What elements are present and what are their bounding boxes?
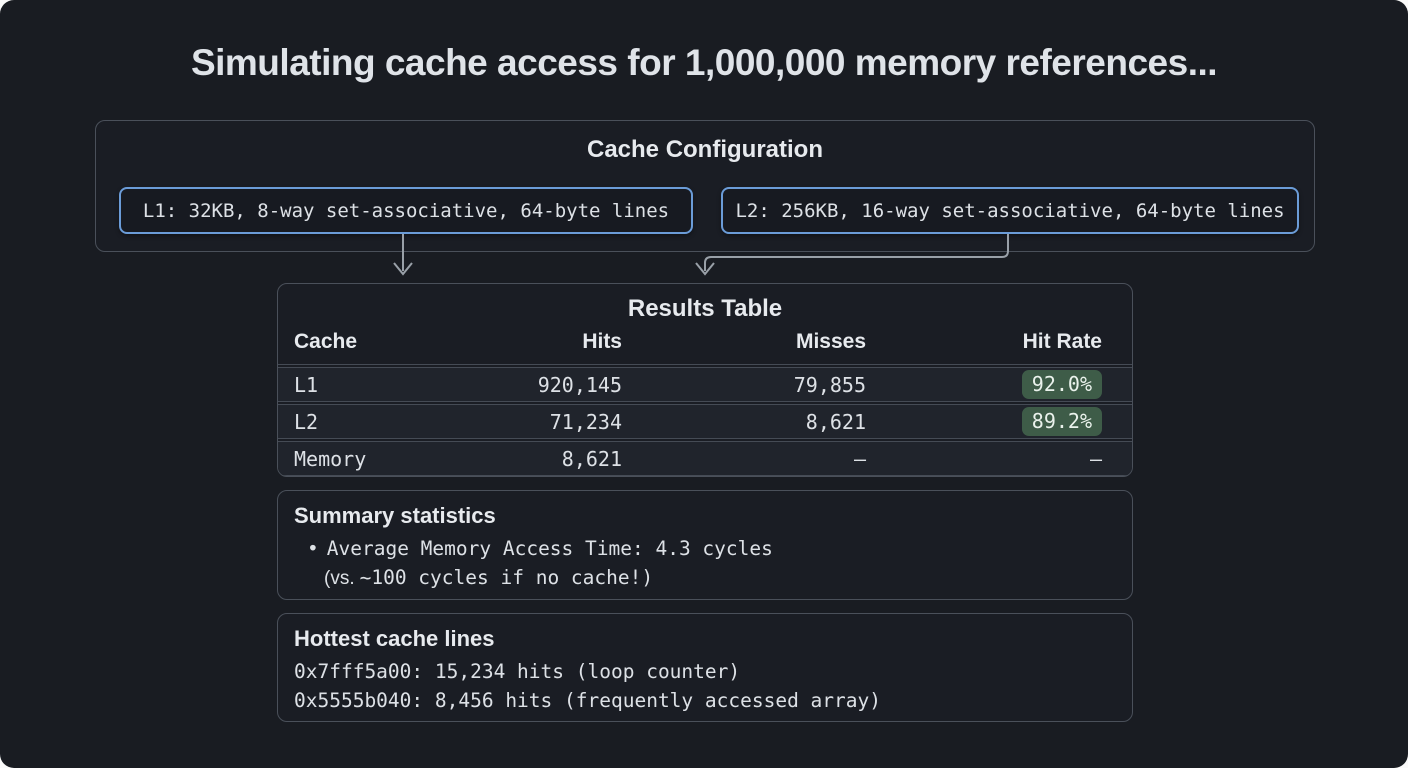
note-text: ~100 cycles if no cache!) [359, 566, 654, 589]
l2-config-label: L2: 256KB, 16-way set-associative, 64-by… [735, 199, 1285, 222]
average-access-time-text: Average Memory Access Time: 4.3 cycles [326, 537, 773, 560]
l2-config-chip: L2: 256KB, 16-way set-associative, 64-by… [721, 187, 1299, 234]
table-row-memory: Memory 8,621 – – [278, 441, 1132, 476]
cell-hit-rate: – [1089, 446, 1102, 471]
bullet-dot: • [307, 537, 319, 560]
results-table-box: Results Table Cache Hits Misses Hit Rate… [277, 283, 1133, 477]
cell-misses: – [853, 446, 866, 471]
col-header-hits: Hits [582, 330, 622, 353]
col-header-cache: Cache [294, 330, 358, 353]
hit-rate-badge: 89.2% [1021, 407, 1102, 436]
hit-rate-badge: 92.0% [1021, 370, 1102, 399]
hot-line-1: 0x7fff5a00: 15,234 hits (loop counter) [294, 660, 741, 683]
summary-statistics-title: Summary statistics [294, 503, 496, 528]
results-table-title: Results Table [627, 295, 783, 322]
hottest-cache-lines-box: Hottest cache lines 0x7fff5a00: 15,234 h… [277, 613, 1133, 722]
cell-cache: L2 [294, 409, 319, 434]
l1-arrow-head [393, 262, 413, 276]
hot-line-2: 0x5555b040: 8,456 hits (frequently acces… [294, 689, 881, 712]
cell-misses: 79,855 [793, 372, 866, 397]
cell-hits: 920,145 [537, 372, 622, 397]
summary-bullet-line: • Average Memory Access Time: 4.3 cycles [294, 534, 1116, 563]
col-header-misses: Misses [795, 330, 866, 353]
hottest-cache-lines-title: Hottest cache lines [294, 626, 495, 651]
cell-cache: L1 [294, 372, 319, 397]
cell-cache: Memory [294, 446, 367, 471]
page-title: Simulating cache access for 1,000,000 me… [190, 42, 1218, 83]
cell-hits: 8,621 [561, 446, 622, 471]
l1-config-chip: L1: 32KB, 8-way set-associative, 64-byte… [119, 187, 693, 234]
cache-configuration-title: Cache Configuration [586, 136, 823, 163]
summary-note-line: (vs.~100 cycles if no cache!) [294, 563, 1116, 593]
cache-configuration-box: Cache Configuration L1: 32KB, 8-way set-… [95, 120, 1315, 252]
col-header-hit-rate: Hit Rate [1022, 330, 1102, 353]
table-row-l1: L1 920,145 79,855 92.0% [278, 367, 1132, 402]
summary-statistics-box: Summary statistics • Average Memory Acces… [277, 490, 1133, 600]
table-row-l2: L2 71,234 8,621 89.2% [278, 404, 1132, 439]
note-prefix: (vs. [324, 568, 355, 589]
l2-arrow-head [695, 262, 715, 276]
cell-hits: 71,234 [549, 409, 622, 434]
cell-misses: 8,621 [805, 409, 866, 434]
l1-config-label: L1: 32KB, 8-way set-associative, 64-byte… [142, 199, 670, 222]
results-table-header: Cache Hits Misses Hit Rate [278, 323, 1132, 365]
